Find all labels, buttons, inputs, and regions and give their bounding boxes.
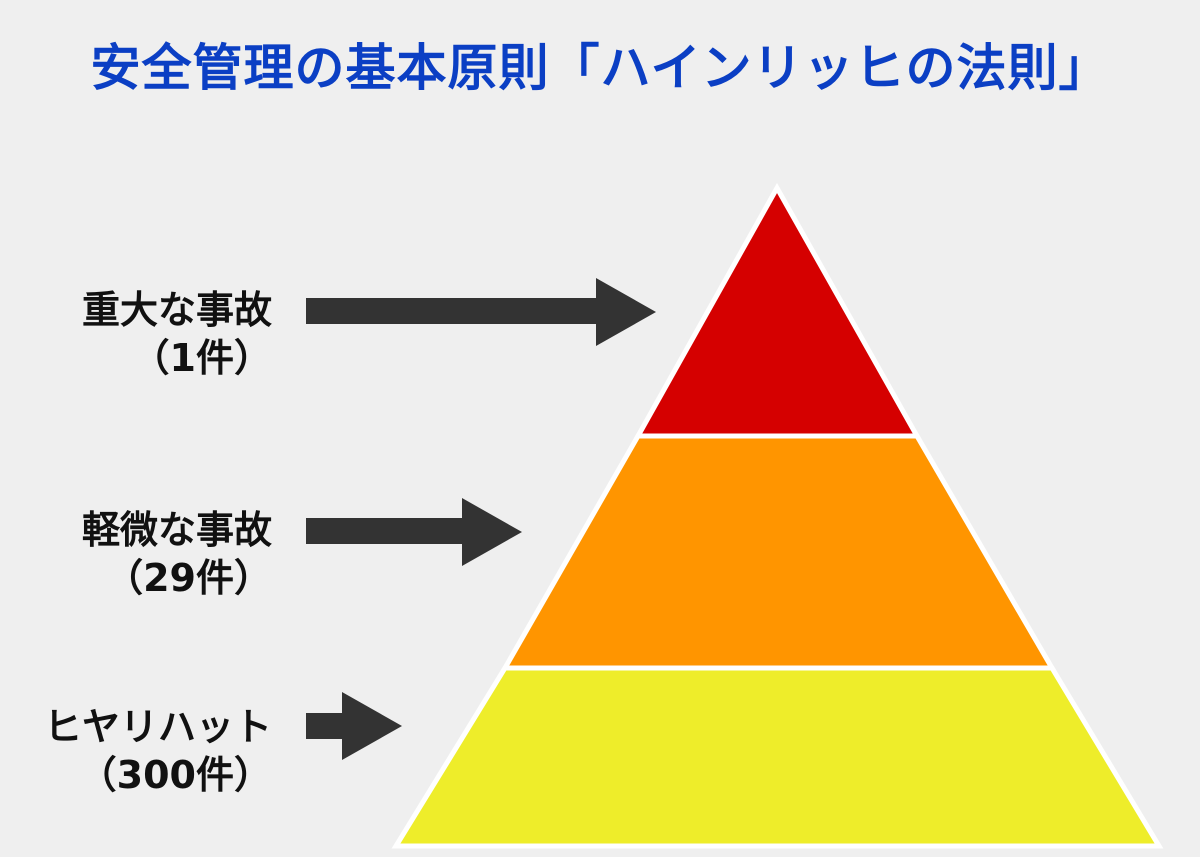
tier-count: （300件）: [78, 753, 272, 797]
tier-name: ヒヤリハット: [43, 705, 272, 749]
tier-name: 軽微な事故: [81, 508, 272, 552]
pyramid-tier-top: [633, 182, 922, 439]
pyramid-tier-bottom: [391, 665, 1164, 849]
arrow-to-middle-tier: [306, 498, 522, 566]
tier-count: （29件）: [105, 556, 272, 600]
tier-name: 重大な事故: [81, 288, 272, 332]
arrow-to-top-tier: [306, 278, 656, 346]
tier-label-near-miss: ヒヤリハット （300件）: [44, 703, 272, 799]
tier-count: （1件）: [131, 336, 272, 380]
pyramid-tier-middle: [500, 433, 1057, 671]
tier-label-serious-accident: 重大な事故 （1件）: [82, 286, 272, 382]
tier-label-minor-accident: 軽微な事故 （29件）: [82, 506, 272, 602]
arrow-to-bottom-tier: [306, 692, 402, 760]
page-title: 安全管理の基本原則「ハインリッヒの法則」: [90, 39, 1110, 97]
